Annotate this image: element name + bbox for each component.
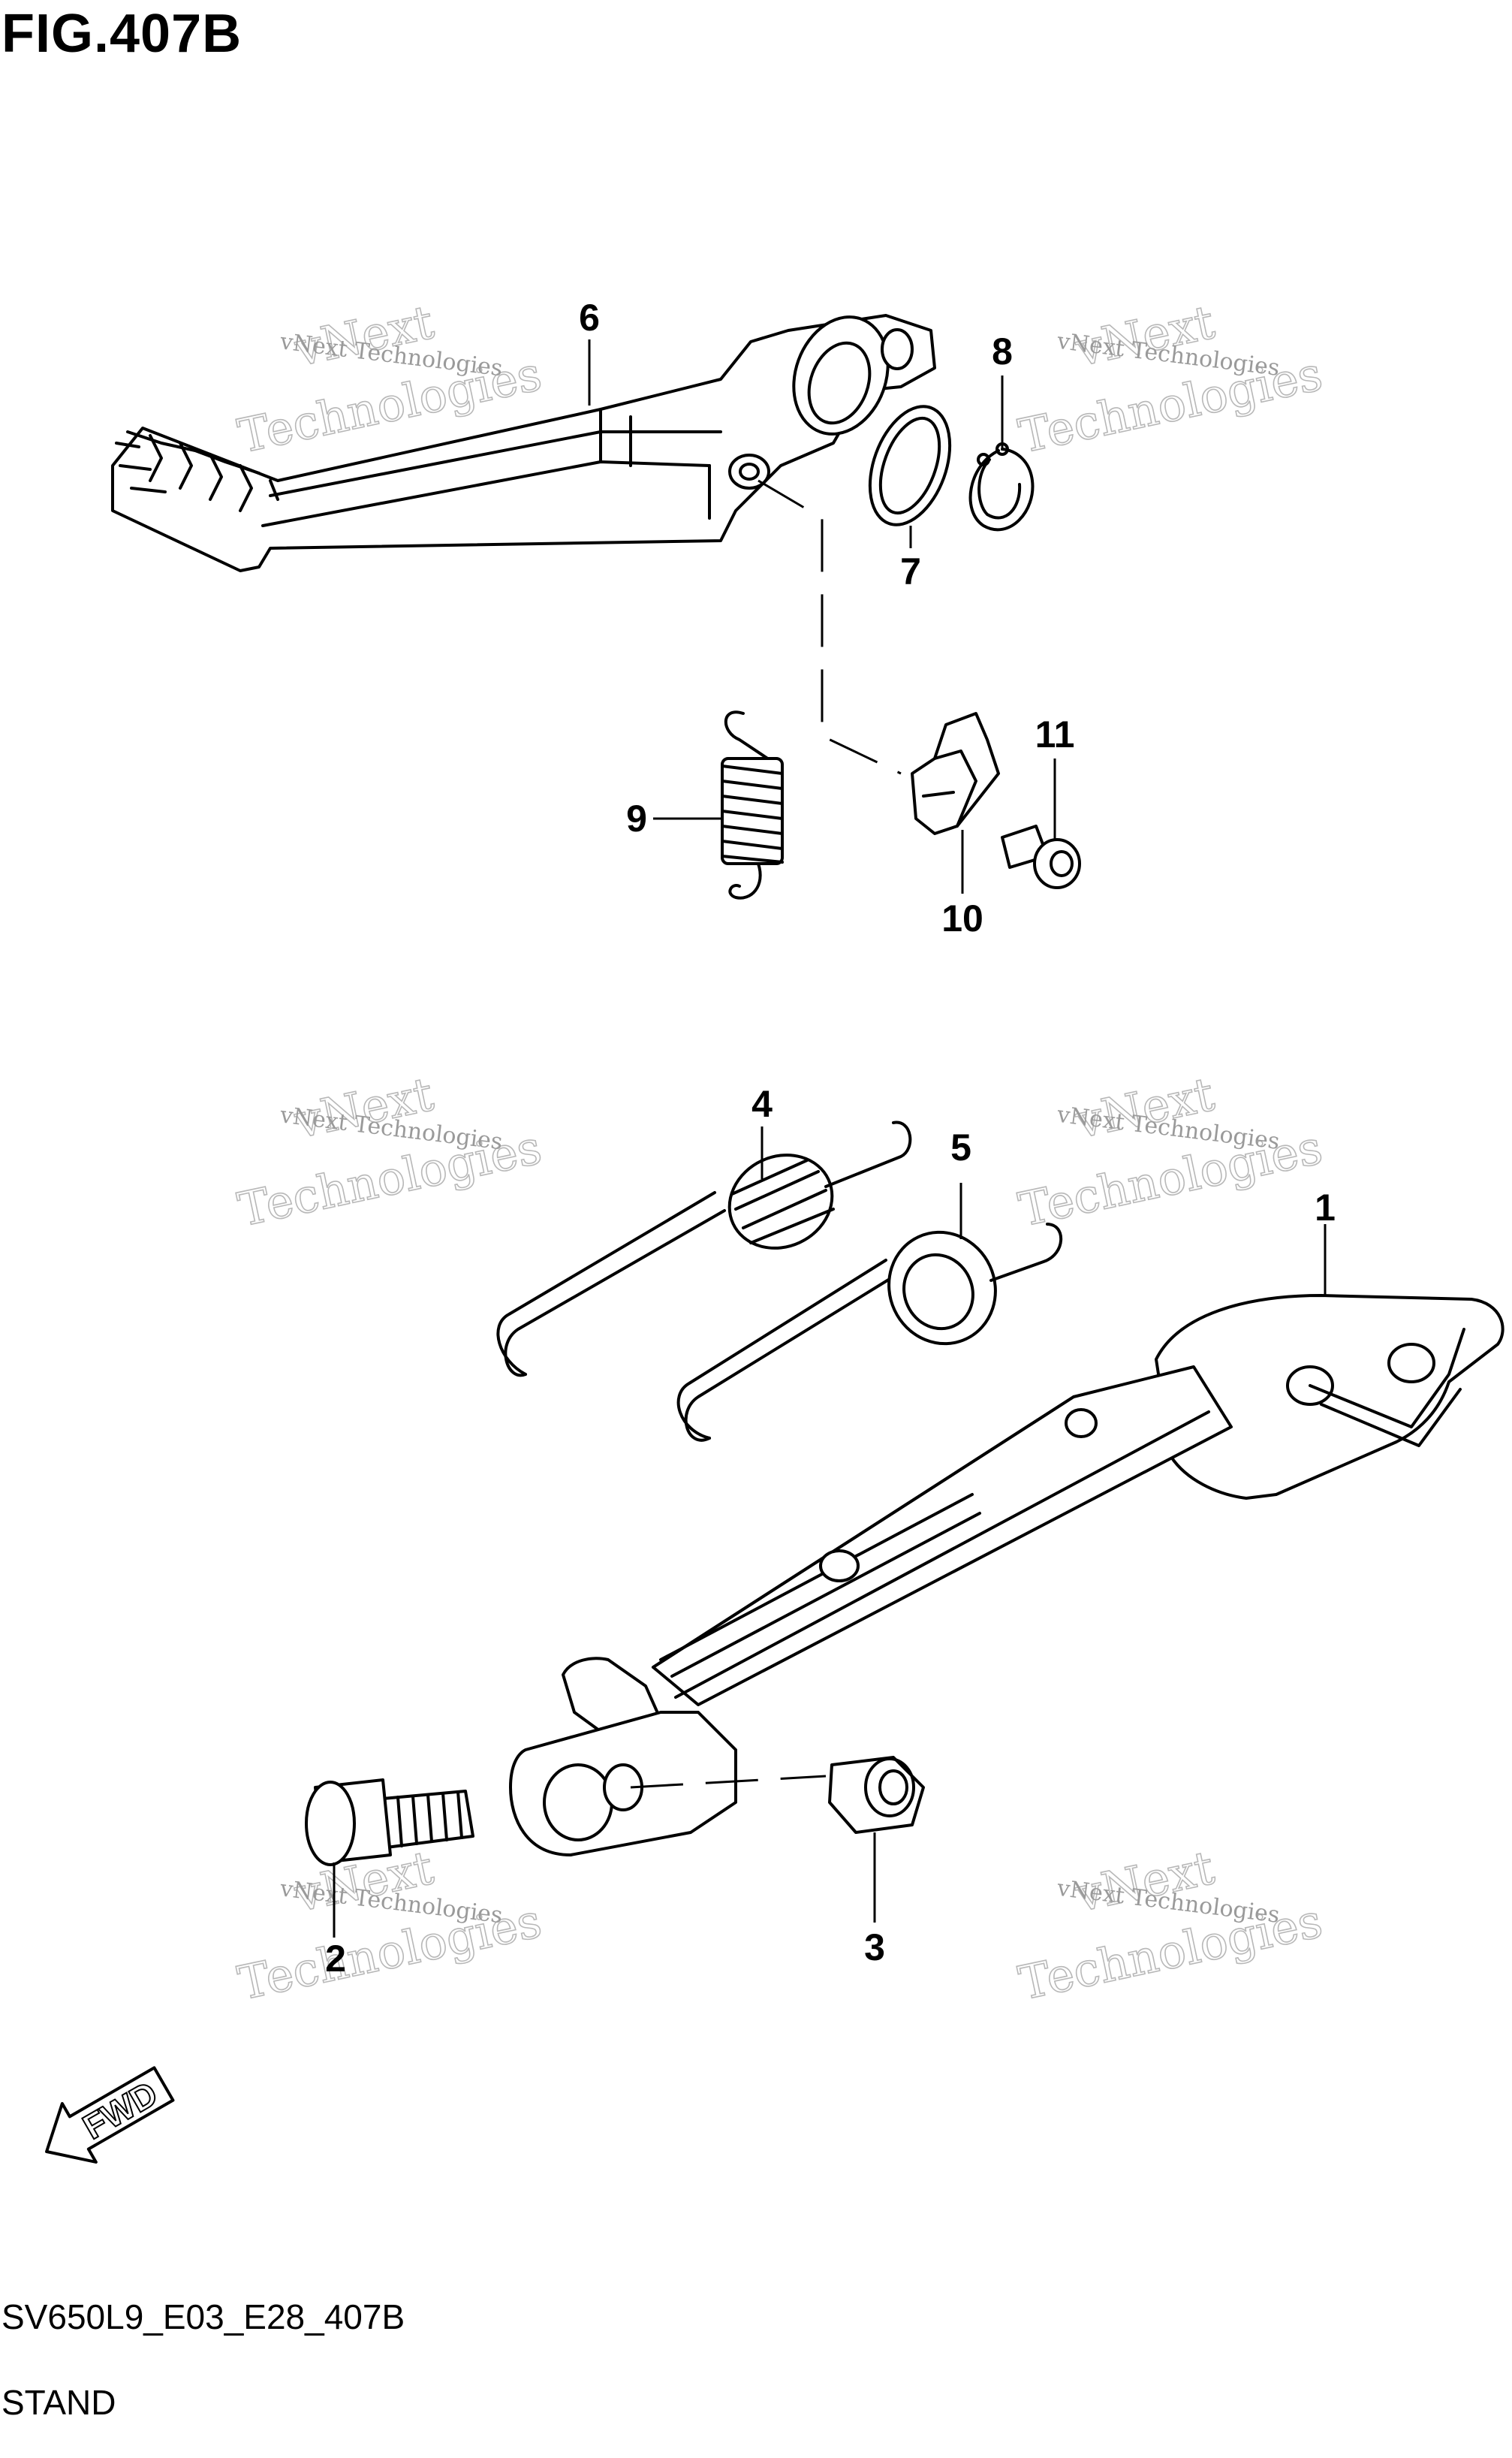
part-6-lever: [111, 314, 936, 572]
callout-1: 1: [1315, 1187, 1336, 1229]
part-8-circlip: [968, 442, 1035, 532]
callout-9: 9: [626, 798, 647, 840]
part-11-bolt: [1001, 825, 1081, 889]
callout-10: 10: [941, 897, 983, 939]
fwd-direction-arrow: FWD: [45, 2066, 175, 2164]
figure-name: STAND: [2, 2383, 116, 2422]
callout-8: 8: [992, 330, 1013, 372]
part-4-spring: [496, 1120, 912, 1377]
watermark-mid-left: vNext Technologies vNext Technologies: [233, 1066, 547, 1238]
part-3-nut: [828, 1756, 925, 1834]
watermark-mid-right: vNext Technologies vNext Technologies: [1014, 1066, 1327, 1238]
callout-4: 4: [751, 1083, 773, 1125]
callout-11: 11: [1035, 713, 1075, 755]
part-7-washer: [868, 405, 952, 526]
figure-title: FIG.407B: [2, 4, 242, 64]
assembly-line-lever: [758, 479, 902, 775]
callout-3: 3: [864, 1926, 885, 1968]
callout-6: 6: [579, 297, 600, 339]
watermark-top-right: vNext Technologies vNext Technologies: [1014, 294, 1327, 464]
part-1-side-stand: [509, 1294, 1504, 1856]
callout-7: 7: [900, 550, 921, 593]
part-9-spring: [721, 710, 784, 900]
part-5-spring: [676, 1223, 1063, 1442]
watermark-bottom-right: vNext Technologies vNext Technologies: [1014, 1839, 1327, 2011]
callout-2: 2: [325, 1938, 346, 1980]
part-10-bracket: [911, 712, 1000, 835]
part-2-bolt: [305, 1778, 474, 1866]
figure-code: SV650L9_E03_E28_407B: [2, 2297, 405, 2336]
callout-5: 5: [950, 1126, 971, 1169]
watermark-bottom-left: vNext Technologies vNext Technologies: [233, 1839, 547, 2011]
